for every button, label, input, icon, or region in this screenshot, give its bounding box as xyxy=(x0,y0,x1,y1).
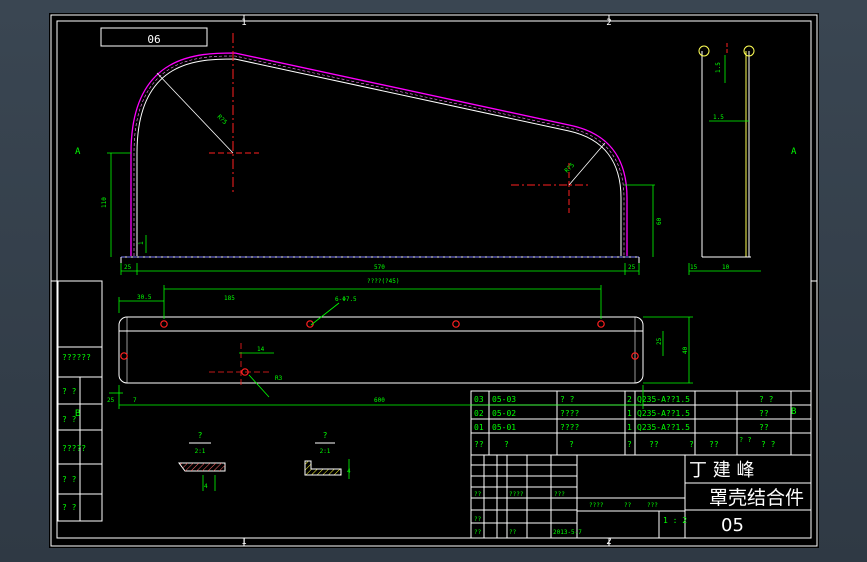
bom-row-1-material: Q235-A??1.5 xyxy=(637,395,690,404)
grid-col-1-bottom: 1 xyxy=(241,537,246,547)
bom-row-2-material: Q235-A??1.5 xyxy=(637,409,690,418)
dim-foot-right: 25 xyxy=(628,264,636,271)
dim-overall-length: ????(?45) xyxy=(367,278,400,285)
dim-r: R3 xyxy=(275,375,283,382)
bom-row-2-code: 05-02 xyxy=(492,409,516,418)
bom-row-2-note: ?? xyxy=(759,409,769,418)
bom-row-1-name: ? ? xyxy=(560,395,575,404)
drawing-scale: 1 : 2 xyxy=(663,516,687,525)
dim-hole-offset: 30.5 xyxy=(137,294,152,301)
title-block xyxy=(470,454,812,539)
grid-row-b-right: B xyxy=(791,407,796,417)
dim-foot-left: 25 xyxy=(124,264,132,271)
tb-small-4: ???? xyxy=(589,502,604,509)
grid-col-1: 1 xyxy=(241,18,246,28)
dim-radius-left: R?5 xyxy=(216,113,229,126)
grid-col-2-bottom: 2 xyxy=(606,537,611,547)
dim-hole-pitch: 185 xyxy=(224,295,235,302)
bom-header-no: ?? xyxy=(474,440,484,449)
section-views xyxy=(178,442,350,491)
revision-6: ? ? xyxy=(62,503,77,512)
bom-header-name: ? xyxy=(569,440,574,449)
bom-header-weight: ? xyxy=(689,440,694,449)
drawing-name: 罩壳结合件 xyxy=(709,487,804,509)
bom-header-note: ? ? xyxy=(761,440,776,449)
bom-row-3-material: Q235-A??1.5 xyxy=(637,423,690,432)
dim-height-right: 60 xyxy=(656,217,663,225)
section-dim-b: 4 xyxy=(347,468,351,475)
drawing-canvas: 1 2 1 2 A A B B 90 110 R?5 R?5 60 1 25 2… xyxy=(50,14,818,547)
revision-5: ? ? xyxy=(62,475,77,484)
corner-tag-box xyxy=(100,27,208,47)
tb-small-5: ?? xyxy=(624,502,632,509)
bom-row-2-no: 02 xyxy=(474,409,484,418)
bom-header-total: ?? xyxy=(709,440,719,449)
dim-plate-left: 7 xyxy=(133,397,137,404)
revision-1: ?????? xyxy=(62,353,91,362)
section-2-label: ? xyxy=(323,431,328,440)
corner-tag: 90 xyxy=(147,32,160,45)
bom-header-qty: ? xyxy=(627,440,632,449)
tb-small-1: ?? xyxy=(474,491,482,498)
dim-plate-length: 600 xyxy=(374,397,385,404)
section-dim-a: 4 xyxy=(204,483,208,490)
bom-row-3-code: 05-01 xyxy=(492,423,516,432)
dim-inner-length: 570 xyxy=(374,264,385,271)
revision-4: ????? xyxy=(62,444,86,453)
section-1-scale: 2:1 xyxy=(195,448,206,455)
tb-date: 2013-5-7 xyxy=(553,529,582,536)
bom-row-2-qty: 1 xyxy=(627,409,632,418)
dim-hole-spec: 6-Φ7.5 xyxy=(335,296,357,303)
tb-small-8: ?? xyxy=(474,529,482,536)
dim-side-top: 1.5 xyxy=(715,62,722,73)
grid-row-a: A xyxy=(75,147,81,157)
grid-row-b: B xyxy=(75,409,80,419)
grid-col-2: 2 xyxy=(606,18,611,28)
bom-row-3-no: 01 xyxy=(474,423,484,432)
drawing-sheet: 1 2 1 2 A A B B 90 110 R?5 R?5 60 1 25 2… xyxy=(49,13,819,548)
bom-header-code: ? xyxy=(504,440,509,449)
tb-small-7: ?? xyxy=(474,516,482,523)
inner-frame xyxy=(56,20,812,539)
dim-radius-right: R?5 xyxy=(563,162,576,175)
dim-base-small: 1 xyxy=(138,241,145,245)
dim-14: 14 xyxy=(257,346,265,353)
author-name: 丁 建 峰 xyxy=(689,460,754,481)
dim-side-w1: 15 xyxy=(690,264,698,271)
dim-plate-h1: 40 xyxy=(682,346,689,354)
section-2-scale: 2:1 xyxy=(320,448,331,455)
side-view xyxy=(688,43,761,275)
tb-small-6: ??? xyxy=(647,502,658,509)
dim-height-left: 110 xyxy=(101,197,108,208)
bom-row-1-qty: 2 xyxy=(627,395,632,404)
bom-row-1-code: 05-03 xyxy=(492,395,516,404)
grid-row-a-right: A xyxy=(791,147,797,157)
dim-side-gap: 1.5 xyxy=(713,114,724,121)
tb-small-9: ?? xyxy=(509,529,517,536)
bom-row-3-qty: 1 xyxy=(627,423,632,432)
revision-3: ? ? xyxy=(62,415,77,424)
drawing-code: 05 xyxy=(721,515,744,536)
tb-small-2: ???? xyxy=(509,491,524,498)
bom-row-1-note: ? ? xyxy=(759,395,774,404)
bom-row-2-name: ???? xyxy=(560,409,579,418)
bom-row-3-name: ???? xyxy=(560,423,579,432)
section-1-label: ? xyxy=(198,431,203,440)
bom-row-1-no: 03 xyxy=(474,395,484,404)
revision-2: ? ? xyxy=(62,387,77,396)
front-view xyxy=(107,33,655,275)
dim-plate-tag: 25 xyxy=(107,397,115,404)
bom-header-material: ?? xyxy=(649,440,659,449)
dim-plate-h2: 25 xyxy=(656,337,663,345)
bom-header-unit: ? ? xyxy=(739,436,752,444)
plate-view xyxy=(109,285,693,409)
tb-small-3: ??? xyxy=(554,491,565,498)
bom-row-3-note: ?? xyxy=(759,423,769,432)
dim-side-w2: 10 xyxy=(722,264,730,271)
